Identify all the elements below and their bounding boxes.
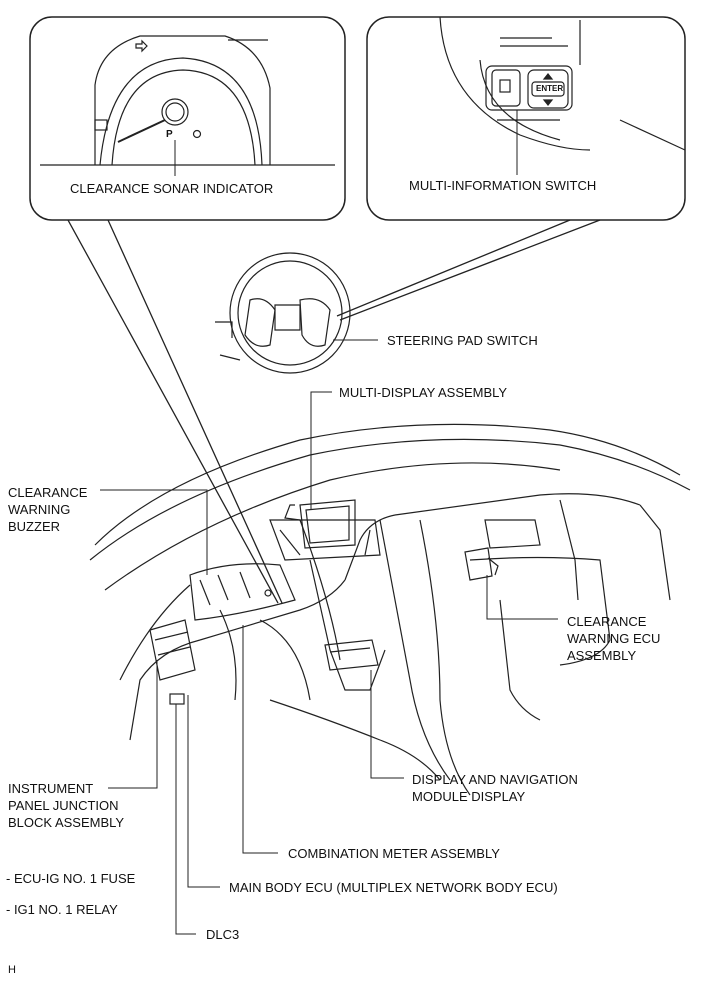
label-multi-display-assembly: MULTI-DISPLAY ASSEMBLY: [339, 385, 508, 400]
label-multi-information-switch: MULTI-INFORMATION SWITCH: [409, 178, 597, 193]
combination-meter: [189, 563, 296, 621]
note-ig1-relay: - IG1 NO. 1 RELAY: [6, 902, 118, 917]
callout-pointers: [67, 219, 601, 604]
meter-inset: [29, 16, 346, 221]
label-instrument-panel-jb: INSTRUMENT PANEL JUNCTION BLOCK ASSEMBLY: [8, 781, 125, 830]
park-indicator-symbol: P: [166, 129, 173, 140]
label-steering-pad-switch: STEERING PAD SWITCH: [387, 333, 538, 348]
enter-button-label: ENTER: [536, 84, 564, 93]
label-clearance-warning-ecu: CLEARANCE WARNING ECU ASSEMBLY: [567, 614, 661, 663]
label-clearance-warning-buzzer: CLEARANCE WARNING BUZZER: [8, 485, 88, 534]
note-ecu-ig-fuse: - ECU-IG NO. 1 FUSE: [6, 871, 136, 886]
label-display-navigation-module: DISPLAY AND NAVIGATION MODULE DISPLAY: [412, 772, 578, 804]
corner-code: H: [8, 964, 16, 976]
multi-display: [269, 499, 381, 561]
label-main-body-ecu: MAIN BODY ECU (MULTIPLEX NETWORK BODY EC…: [229, 880, 558, 895]
steering-wheel: [215, 252, 351, 374]
label-clearance-sonar-indicator: CLEARANCE SONAR INDICATOR: [70, 181, 274, 196]
dashboard: [89, 423, 691, 796]
label-dlc3: DLC3: [206, 927, 240, 942]
label-combination-meter: COMBINATION METER ASSEMBLY: [288, 846, 500, 861]
leader-lines: [100, 339, 558, 935]
switch-inset: [366, 16, 686, 221]
nav-module: [324, 639, 379, 671]
clearance-ecu: [464, 547, 499, 581]
